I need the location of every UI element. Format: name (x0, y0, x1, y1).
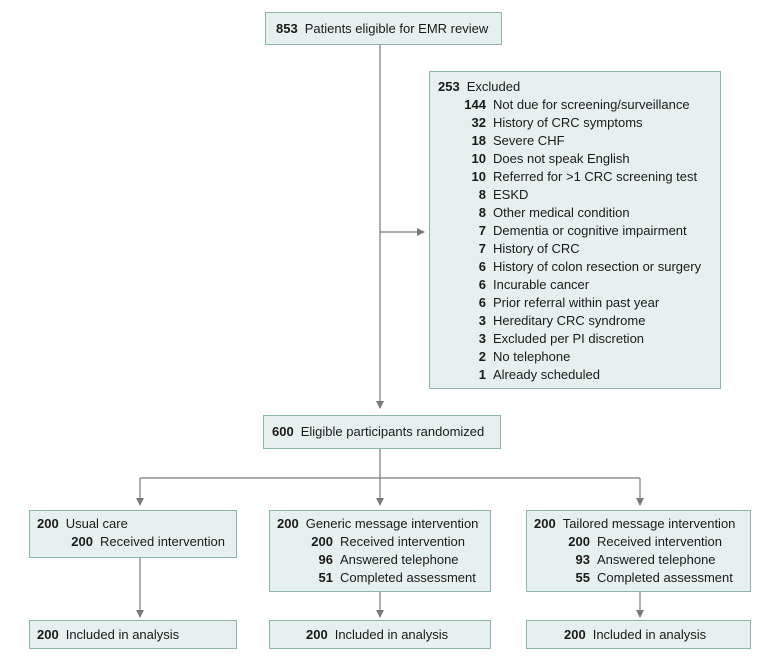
exclusion-reason-row: 2 No telephone (430, 348, 571, 366)
exclusion-reason-row: 6 Incurable cancer (430, 276, 589, 294)
exclusion-reason-count: 32 (471, 115, 486, 130)
arm-detail-count: 200 (311, 534, 333, 549)
exclusion-reason-row: 7 Dementia or cognitive impairment (430, 222, 687, 240)
excluded-count: 253 (438, 79, 460, 94)
arm-header-count: 200 (37, 516, 59, 531)
arm-header-label: Generic message intervention (305, 516, 479, 531)
exclusion-reason-count: 8 (478, 187, 486, 202)
exclusion-reason-label: Does not speak English (493, 151, 630, 166)
eligible-label: Patients eligible for EMR review (304, 21, 489, 36)
arm-detail-count: 200 (71, 534, 93, 549)
excluded-box: 253 Excluded 144 Not due for screening/sur… (429, 71, 721, 389)
arm-detail-count: 96 (318, 552, 333, 567)
exclusion-reason-row: 32 History of CRC symptoms (430, 114, 643, 132)
exclusion-reason-row: 6 History of colon resection or surgery (430, 258, 701, 276)
exclusion-reason-count: 18 (471, 133, 486, 148)
exclusion-reason-label: Severe CHF (493, 133, 565, 148)
exclusion-reason-count: 10 (471, 169, 486, 184)
exclusion-reason-label: History of CRC (493, 241, 580, 256)
exclusion-reason-row: 3 Hereditary CRC syndrome (430, 312, 646, 330)
exclusion-reason-count: 3 (478, 331, 486, 346)
exclusion-reason-count: 8 (478, 205, 486, 220)
exclusion-reason-label: Dementia or cognitive impairment (493, 223, 687, 238)
arm-detail-label: Completed assessment (340, 570, 476, 585)
exclusion-reason-label: Hereditary CRC syndrome (493, 313, 646, 328)
arm-detail-label: Completed assessment (597, 570, 733, 585)
arm-detail-label: Received intervention (340, 534, 466, 549)
randomized-label: Eligible participants randomized (300, 424, 485, 439)
arm-header-count: 200 (534, 516, 556, 531)
exclusion-reason-count: 144 (464, 97, 486, 112)
exclusion-reason-count: 2 (478, 349, 486, 364)
analysis-box-generic-message: 200 Included in analysis (269, 620, 491, 649)
exclusion-reason-row: 3 Excluded per PI discretion (430, 330, 644, 348)
eligible-box: 853 Patients eligible for EMR review (265, 12, 502, 45)
exclusion-reason-label: No telephone (493, 349, 571, 364)
exclusion-reason-count: 7 (478, 223, 486, 238)
exclusion-reason-row: 144 Not due for screening/surveillance (430, 96, 690, 114)
exclusion-reason-count: 6 (478, 295, 486, 310)
exclusion-reason-count: 3 (478, 313, 486, 328)
arm-detail-label: Received intervention (100, 534, 226, 549)
exclusion-reason-count: 10 (471, 151, 486, 166)
analysis-label: Included in analysis (65, 627, 180, 642)
analysis-count: 200 (564, 627, 586, 642)
exclusion-reason-row: 7 History of CRC (430, 240, 580, 258)
arm-detail-label: Answered telephone (340, 552, 459, 567)
exclusion-reason-label: Excluded per PI discretion (493, 331, 645, 346)
excluded-label: Excluded (466, 79, 521, 94)
exclusion-reason-row: 8 ESKD (430, 186, 529, 204)
exclusion-reason-count: 1 (478, 367, 486, 382)
analysis-count: 200 (37, 627, 59, 642)
exclusion-reason-row: 10 Does not speak English (430, 150, 630, 168)
exclusion-reason-count: 6 (478, 259, 486, 274)
exclusion-reason-label: Referred for >1 CRC screening test (493, 169, 698, 184)
arm-header-label: Usual care (65, 516, 128, 531)
analysis-box-tailored-message: 200 Included in analysis (526, 620, 751, 649)
exclusion-reason-label: Not due for screening/surveillance (493, 97, 690, 112)
arm-detail-label: Received intervention (597, 534, 723, 549)
exclusion-reason-label: Other medical condition (493, 205, 630, 220)
analysis-label: Included in analysis (334, 627, 449, 642)
exclusion-reason-label: Incurable cancer (493, 277, 590, 292)
eligible-count: 853 (276, 21, 298, 36)
exclusion-reason-label: History of CRC symptoms (493, 115, 643, 130)
arm-header-count: 200 (277, 516, 299, 531)
exclusion-reason-label: Already scheduled (493, 367, 600, 382)
arm-detail-label: Answered telephone (597, 552, 716, 567)
randomized-box: 600 Eligible participants randomized (263, 415, 501, 449)
arm-detail-count: 51 (318, 570, 333, 585)
exclusion-reason-label: History of colon resection or surgery (493, 259, 702, 274)
arm-header-label: Tailored message intervention (562, 516, 736, 531)
exclusion-reason-count: 7 (478, 241, 486, 256)
exclusion-reason-row: 10 Referred for >1 CRC screening test (430, 168, 698, 186)
exclusion-reason-label: Prior referral within past year (493, 295, 660, 310)
exclusion-reason-row: 18 Severe CHF (430, 132, 565, 150)
arm-detail-count: 93 (575, 552, 590, 567)
randomized-count: 600 (272, 424, 294, 439)
exclusion-reason-label: ESKD (493, 187, 529, 202)
arm-detail-count: 200 (568, 534, 590, 549)
exclusion-reason-row: 8 Other medical condition (430, 204, 630, 222)
analysis-count: 200 (306, 627, 328, 642)
analysis-box-usual-care: 200 Included in analysis (29, 620, 237, 649)
exclusion-reason-count: 6 (478, 277, 486, 292)
arm-detail-count: 55 (575, 570, 590, 585)
analysis-label: Included in analysis (592, 627, 707, 642)
exclusion-reason-row: 6 Prior referral within past year (430, 294, 659, 312)
exclusion-reason-row: 1 Already scheduled (430, 366, 600, 384)
